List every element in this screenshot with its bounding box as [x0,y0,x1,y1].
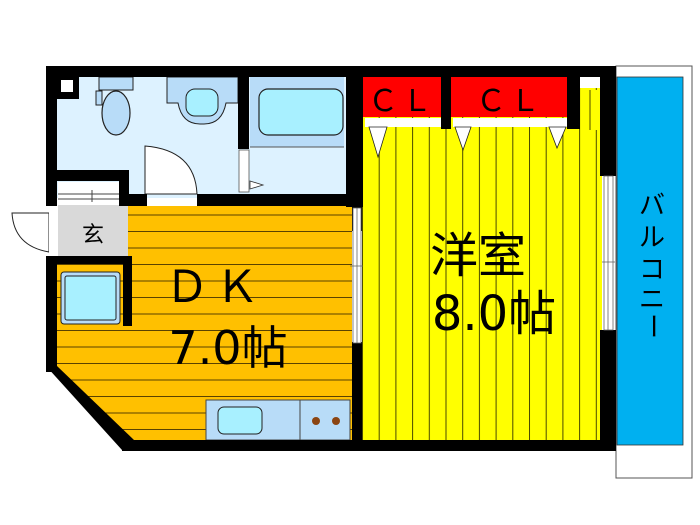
svg-text:コ: コ [639,255,665,285]
stove-counter [299,399,351,441]
entrance-door-icon [11,212,50,253]
door-swing-icon [144,145,198,195]
stove-burner-icon [312,417,320,425]
western-room [362,77,602,446]
toilet-tank [98,76,134,91]
dk-room-name: ＤＫ [165,262,265,313]
western-room-name: 洋室 [430,228,526,284]
closet-label-1: ＣＬ [368,84,436,119]
western-room-size: 8.0帖 [432,286,556,342]
svg-text:ニ: ニ [639,285,665,315]
svg-text:バ: バ [639,191,665,221]
closet-door-marker-icon [548,126,567,150]
balcony [615,65,693,479]
closet-door-marker-icon [454,126,472,152]
bathtub-icon [258,88,344,136]
dk-room-size: 7.0帖 [168,321,287,375]
kitchen-sink-icon [217,406,263,435]
sliding-door-dk-western [350,207,363,344]
entrance-label: 玄 [82,223,104,248]
balcony-label: バ ル コ ニ ー [637,191,667,339]
closet-2 [451,77,567,117]
closet-1 [363,77,441,117]
svg-text:ル: ル [639,223,665,253]
closet-door-marker-icon [368,126,388,159]
walls [46,66,616,451]
toilet-icon [101,90,131,136]
entrance-area [11,182,128,257]
stove-burner-icon [332,417,340,425]
balcony-window [602,175,615,331]
svg-text:ー: ー [637,313,667,339]
closet-label-2: ＣＬ [476,84,544,119]
